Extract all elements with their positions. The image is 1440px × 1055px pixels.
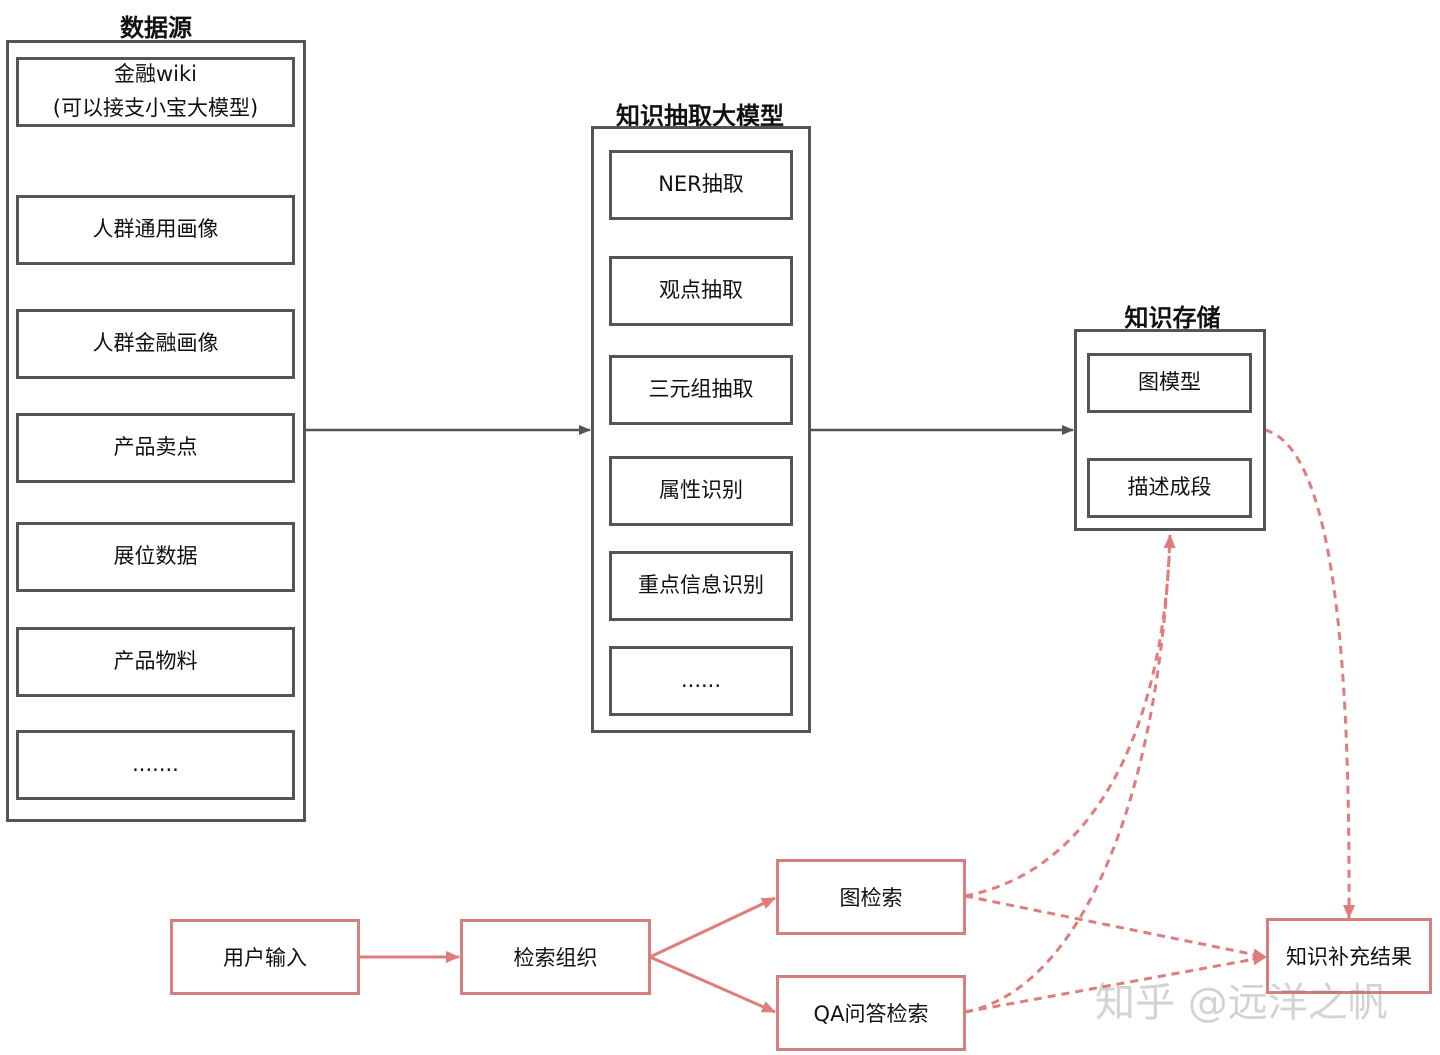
data-source-title: 数据源 xyxy=(120,14,192,42)
node-description-paragraph-label: 描述成段 xyxy=(1127,475,1212,500)
node-graph-model[interactable]: 图模型 xyxy=(1087,353,1252,413)
node-extraction-more-label: ...... xyxy=(680,668,722,693)
node-attribute-recognition-label: 属性识别 xyxy=(659,478,743,503)
node-graph-search-label: 图检索 xyxy=(839,886,903,910)
node-ner-extraction[interactable]: NER抽取 xyxy=(609,150,793,220)
node-graph-search[interactable]: 图检索 xyxy=(776,859,966,935)
node-key-info-recognition-label: 重点信息识别 xyxy=(638,573,764,598)
node-user-input-label: 用户输入 xyxy=(223,946,307,970)
edge-storage-to-result xyxy=(1264,428,1356,919)
node-retrieval-organization[interactable]: 检索组织 xyxy=(460,919,651,995)
node-triple-extraction[interactable]: 三元组抽取 xyxy=(609,355,793,425)
edge-graph-to-result xyxy=(964,894,1267,961)
node-booth-data[interactable]: 展位数据 xyxy=(16,522,295,592)
node-product-materials[interactable]: 产品物料 xyxy=(16,627,295,697)
node-data-source-more[interactable]: ....... xyxy=(16,730,295,800)
node-opinion-extraction-label: 观点抽取 xyxy=(659,278,743,303)
node-key-info-recognition[interactable]: 重点信息识别 xyxy=(609,551,793,621)
node-booth-data-label: 展位数据 xyxy=(113,544,198,569)
edge-org-to-graph xyxy=(649,896,776,959)
node-user-input[interactable]: 用户输入 xyxy=(170,919,360,995)
edge-graph-to-storage xyxy=(964,534,1176,898)
edge-org-to-qa xyxy=(649,955,776,1014)
node-finance-wiki[interactable]: 金融wiki (可以接支小宝大模型) xyxy=(16,57,295,127)
node-crowd-finance-profile-label: 人群金融画像 xyxy=(92,331,219,356)
node-retrieval-organization-label: 检索组织 xyxy=(513,946,598,970)
node-ner-extraction-label: NER抽取 xyxy=(658,172,744,197)
node-attribute-recognition[interactable]: 属性识别 xyxy=(609,456,793,526)
watermark: 知乎 @远洋之帆 xyxy=(1095,980,1388,1026)
node-qa-search[interactable]: QA问答检索 xyxy=(776,975,966,1051)
node-product-materials-label: 产品物料 xyxy=(113,649,198,674)
extraction-title: 知识抽取大模型 xyxy=(616,102,784,130)
node-extraction-more[interactable]: ...... xyxy=(609,646,793,716)
node-knowledge-result-label: 知识补充结果 xyxy=(1286,945,1412,969)
node-graph-model-label: 图模型 xyxy=(1138,370,1201,395)
node-finance-wiki-label: 金融wiki xyxy=(113,62,197,87)
extraction-container xyxy=(591,126,811,733)
node-qa-search-label: QA问答检索 xyxy=(813,1002,929,1026)
node-description-paragraph[interactable]: 描述成段 xyxy=(1087,458,1252,518)
node-product-selling-points-label: 产品卖点 xyxy=(113,435,198,460)
node-triple-extraction-label: 三元组抽取 xyxy=(648,377,754,402)
node-opinion-extraction[interactable]: 观点抽取 xyxy=(609,256,793,326)
node-data-source-more-label: ....... xyxy=(132,752,179,777)
node-knowledge-result[interactable]: 知识补充结果 xyxy=(1266,918,1432,994)
edge-qa-to-storage xyxy=(964,534,1172,1014)
node-product-selling-points[interactable]: 产品卖点 xyxy=(16,413,295,483)
storage-title: 知识存储 xyxy=(1124,304,1221,332)
node-crowd-general-profile[interactable]: 人群通用画像 xyxy=(16,195,295,265)
node-crowd-general-profile-label: 人群通用画像 xyxy=(92,217,219,242)
node-crowd-finance-profile[interactable]: 人群金融画像 xyxy=(16,309,295,379)
node-finance-wiki-note: (可以接支小宝大模型) xyxy=(52,96,259,120)
